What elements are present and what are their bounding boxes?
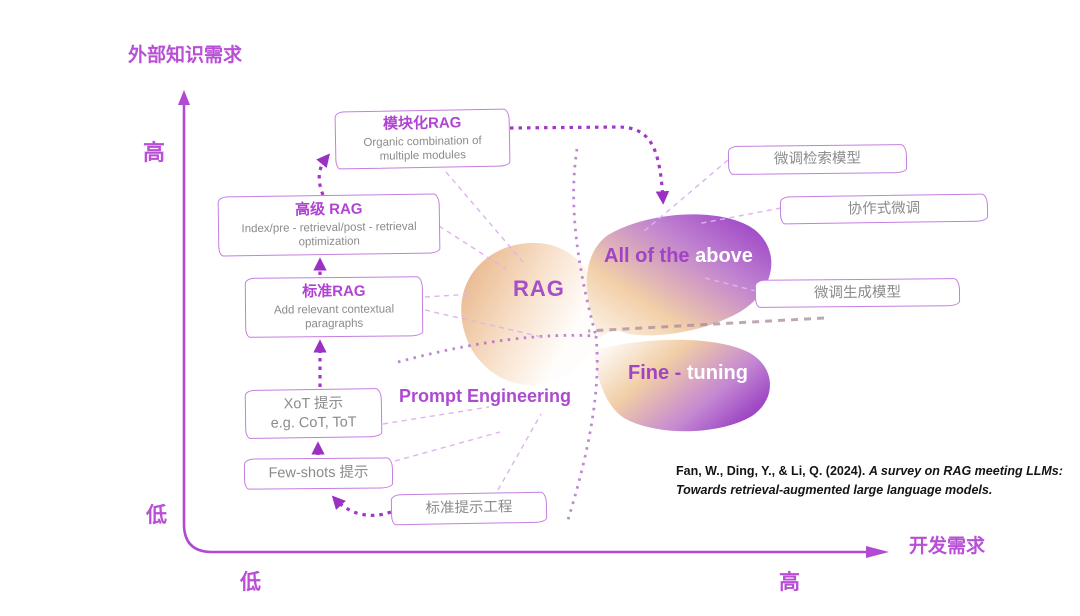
node-few-shots-label: Few-shots 提示 [268,464,369,482]
petal-all-of-the-above-label: All of the above [604,245,753,268]
petal-rag [461,242,597,385]
y-axis-title: 外部知识需求 [128,45,243,66]
y-axis-low-label: 低 [146,504,167,527]
progression-arrows [311,125,670,517]
node-modular-rag-title: 模块化RAG [382,113,462,133]
petal-fine-tuning [594,339,770,432]
node-few-shots: Few-shots 提示 [243,457,394,490]
x-axis-arrowhead [866,546,889,558]
node-finetune-generator: 微调生成模型 [754,278,961,308]
node-standard-prompt-label: 标准提示工程 [425,499,513,517]
petal-fine-tuning-label: Fine - tuning [628,362,748,385]
above-text: above [695,245,753,267]
y-axis-arrowhead [178,90,190,105]
thin-connector-lines [382,159,782,491]
node-standard-rag-title: 标准RAG [302,282,366,300]
xy-axes [182,97,874,554]
finetune-dashed-line [587,316,825,333]
node-standard-rag-subtitle: Add relevant contextual paragraphs [273,303,395,331]
y-axis-high-label: 高 [143,140,166,165]
citation-authors: Fan, W., Ding, Y., & Li, Q. (2024). [676,464,869,478]
node-xot-prompt-line2: e.g. CoT, ToT [270,413,357,432]
prompt-engineering-label: Prompt Engineering [399,386,572,406]
node-xot-prompt: XoT 提示 e.g. CoT, ToT [244,388,383,439]
node-collaborative-finetune: 协作式微调 [779,193,989,225]
all-of-the-text: All of the [604,245,696,267]
citation-title: A survey on RAG meeting LLMs: Towards re… [676,464,1063,497]
petal-rag-label: RAG [513,276,565,301]
stem-dotted-curves [397,148,599,524]
node-finetune-generator-label: 微调生成模型 [813,284,902,301]
petal-all-of-the-above [586,214,772,338]
tuning-text: tuning [686,362,748,384]
node-advanced-rag-title: 高级 RAG [294,200,363,219]
node-standard-rag: 标准RAG Add relevant contextual paragraphs [244,276,424,338]
node-advanced-rag-subtitle: Index/pre - retrieval/post - retrieval o… [241,220,417,249]
node-finetune-retriever-label: 微调检索模型 [773,150,862,168]
node-modular-rag: 模块化RAG Organic combination of multiple m… [334,108,511,170]
node-modular-rag-subtitle: Organic combination of multiple modules [363,134,482,163]
x-axis-high-label: 高 [779,571,800,594]
fine-text: Fine - [628,362,687,384]
node-collaborative-finetune-label: 协作式微调 [847,200,921,218]
x-axis-low-label: 低 [240,571,261,594]
node-standard-prompt: 标准提示工程 [390,491,548,526]
node-finetune-retriever: 微调检索模型 [727,144,908,175]
x-axis-title: 开发需求 [909,536,986,557]
node-xot-prompt-line1: XoT 提示 [283,395,344,413]
node-advanced-rag: 高级 RAG Index/pre - retrieval/post - retr… [217,193,441,257]
citation-text: Fan, W., Ding, Y., & Li, Q. (2024). A su… [676,462,1072,500]
